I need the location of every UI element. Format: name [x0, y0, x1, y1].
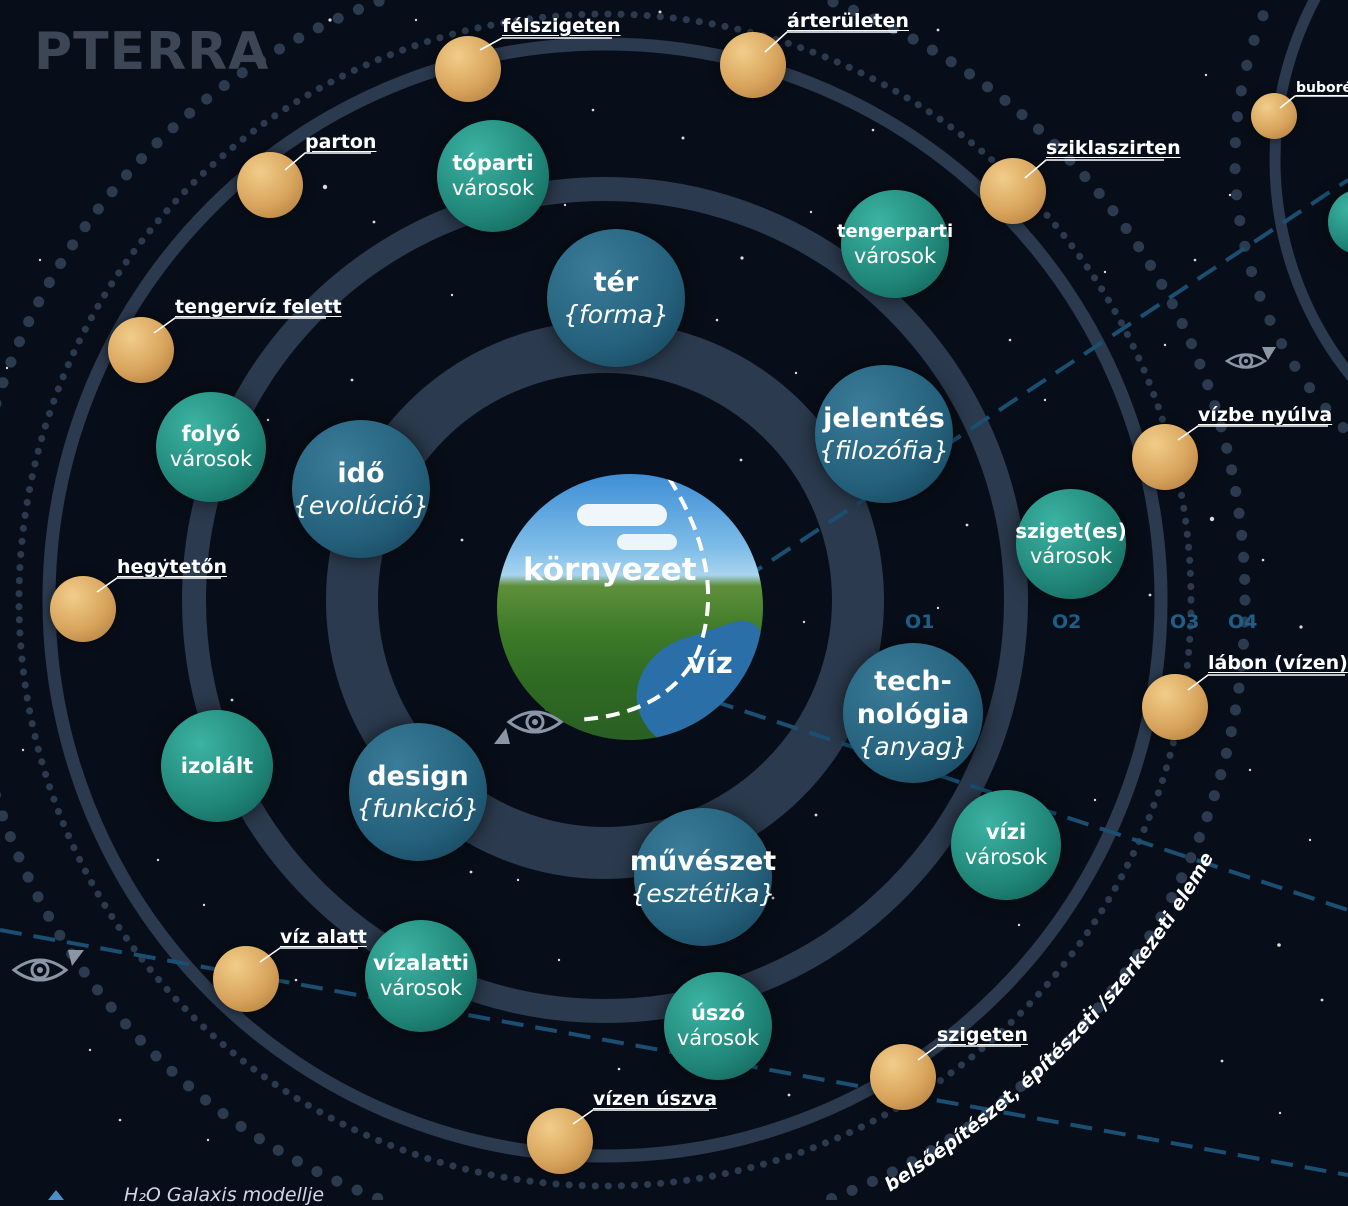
- planet-szigetes-title: sziget(es): [1015, 519, 1127, 543]
- eye-icon[interactable]: [1224, 348, 1268, 376]
- planet-toparti[interactable]: tóparti városok: [437, 120, 549, 232]
- eye-icon[interactable]: [10, 952, 70, 992]
- triangle-pointer-icon: [1262, 347, 1276, 360]
- planet-jelentes[interactable]: jelentés {filozófia}: [815, 365, 953, 503]
- planet-izolalt[interactable]: izolált: [161, 710, 273, 822]
- caption-marker-icon: [48, 1190, 64, 1200]
- moon-label-bubore: buboré: [1296, 80, 1348, 96]
- planet-muveszet-sub: {esztétika}: [630, 879, 776, 908]
- moon-parton[interactable]: [237, 152, 303, 218]
- planet-vizalatti-title: vízalatti: [373, 951, 469, 975]
- moon-viz-alatt[interactable]: [213, 946, 279, 1012]
- moon-label-viz-alatt: víz alatt: [280, 926, 367, 948]
- moon-label-vizen-uszva: vízen úszva: [593, 1088, 718, 1110]
- planet-vizalatti-sub: városok: [379, 976, 463, 1000]
- orbit-label-o2: O2: [1052, 611, 1082, 633]
- planet-ter[interactable]: tér {forma}: [547, 229, 685, 367]
- planet-technologia[interactable]: tech- nológia {anyag}: [843, 643, 983, 783]
- moon-vizbe-nyulva[interactable]: [1132, 424, 1198, 490]
- planet-tengerparti-sub: városok: [853, 244, 937, 268]
- planet-ter-title: tér: [593, 267, 639, 298]
- moon-tengerviz-felett[interactable]: [108, 317, 174, 383]
- planet-szigetes[interactable]: sziget(es) városok: [1015, 489, 1127, 599]
- moon-label-tengerviz-felett: tengervíz felett: [175, 296, 342, 318]
- moon-label-vizbe-nyulva: vízbe nyúlva: [1198, 404, 1333, 426]
- planet-design[interactable]: design {funkció}: [349, 723, 487, 861]
- planet-vizalatti[interactable]: vízalatti városok: [365, 920, 477, 1032]
- orbit-label-o3: O3: [1170, 611, 1200, 633]
- moon-label-arteruleten: árterületen: [787, 10, 909, 32]
- moon-label-felszigeten: félszigeten: [502, 15, 621, 37]
- moon-label-parton: parton: [305, 131, 377, 153]
- planet-muveszet[interactable]: művészet {esztétika}: [630, 808, 776, 946]
- moon-label-szigeten: szigeten: [937, 1024, 1028, 1046]
- planet-partial-right: [1328, 190, 1348, 254]
- moon-label-labon: lábon (vízen): [1208, 652, 1348, 674]
- logo: PTERRA: [34, 22, 270, 82]
- planet-szigetes-sub: városok: [1029, 544, 1113, 568]
- water-boundary: [576, 476, 711, 722]
- planet-technologia-title: tech-: [874, 665, 952, 697]
- planet-tengerparti[interactable]: tengerparti városok: [837, 190, 953, 298]
- planet-folyo-title: folyó: [181, 422, 241, 446]
- moon-labon[interactable]: [1142, 674, 1208, 740]
- planet-uszo-sub: városok: [676, 1026, 760, 1050]
- planet-tengerparti-title: tengerparti: [836, 221, 954, 242]
- planet-uszo-title: úszó: [690, 1001, 746, 1025]
- planet-vizi-title: vízi: [985, 820, 1027, 844]
- planet-vizi[interactable]: vízi városok: [951, 790, 1061, 900]
- center-environment-planet[interactable]: környezet víz: [497, 474, 763, 740]
- moon-vizen-uszva[interactable]: [527, 1108, 593, 1174]
- orbit-label-o1: O1: [905, 611, 935, 633]
- triangle-pointer-icon: [68, 950, 84, 966]
- triangle-pointer-icon: [494, 728, 510, 744]
- planet-folyo-sub: városok: [169, 447, 253, 471]
- moon-hegyteton[interactable]: [50, 576, 116, 642]
- planet-technologia-sub: {anyag}: [858, 731, 968, 761]
- eye-icon[interactable]: [505, 704, 565, 744]
- planet-ter-sub: {forma}: [563, 300, 669, 329]
- planet-vizi-sub: városok: [964, 845, 1048, 869]
- planet-ido-sub: {evolúció}: [292, 491, 430, 520]
- planet-toparti-title: tóparti: [452, 151, 534, 175]
- planet-design-title: design: [367, 761, 469, 792]
- planet-uszo[interactable]: úszó városok: [664, 972, 772, 1080]
- planet-ido[interactable]: idő {evolúció}: [292, 420, 430, 558]
- center-label: környezet: [523, 552, 697, 588]
- planet-jelentes-title: jelentés: [823, 403, 945, 434]
- moon-label-sziklaszirten: sziklaszirten: [1046, 137, 1181, 159]
- planet-design-sub: {funkció}: [356, 794, 480, 823]
- planet-toparti-sub: városok: [451, 176, 535, 200]
- moon-bubore[interactable]: [1251, 93, 1297, 139]
- moon-felszigeten[interactable]: [435, 36, 501, 102]
- moon-arteruleten[interactable]: [720, 32, 786, 98]
- caption: H₂O Galaxis modellje: [124, 1184, 325, 1206]
- planet-muveszet-title: művészet: [629, 846, 777, 877]
- planet-folyo[interactable]: folyó városok: [156, 392, 266, 502]
- stars: [5, 10, 1324, 1142]
- planet-technologia-title2: nológia: [856, 698, 970, 730]
- water-label: víz: [687, 646, 733, 680]
- planet-jelentes-sub: {filozófia}: [818, 436, 950, 465]
- orbit-label-o4: O4: [1228, 611, 1258, 633]
- planet-ido-title: idő: [337, 458, 385, 489]
- moon-szigeten[interactable]: [870, 1044, 936, 1110]
- planet-izolalt-title: izolált: [180, 753, 254, 778]
- moon-label-hegyteton: hegytetőn: [117, 556, 228, 578]
- moon-sziklaszirten[interactable]: [980, 158, 1046, 224]
